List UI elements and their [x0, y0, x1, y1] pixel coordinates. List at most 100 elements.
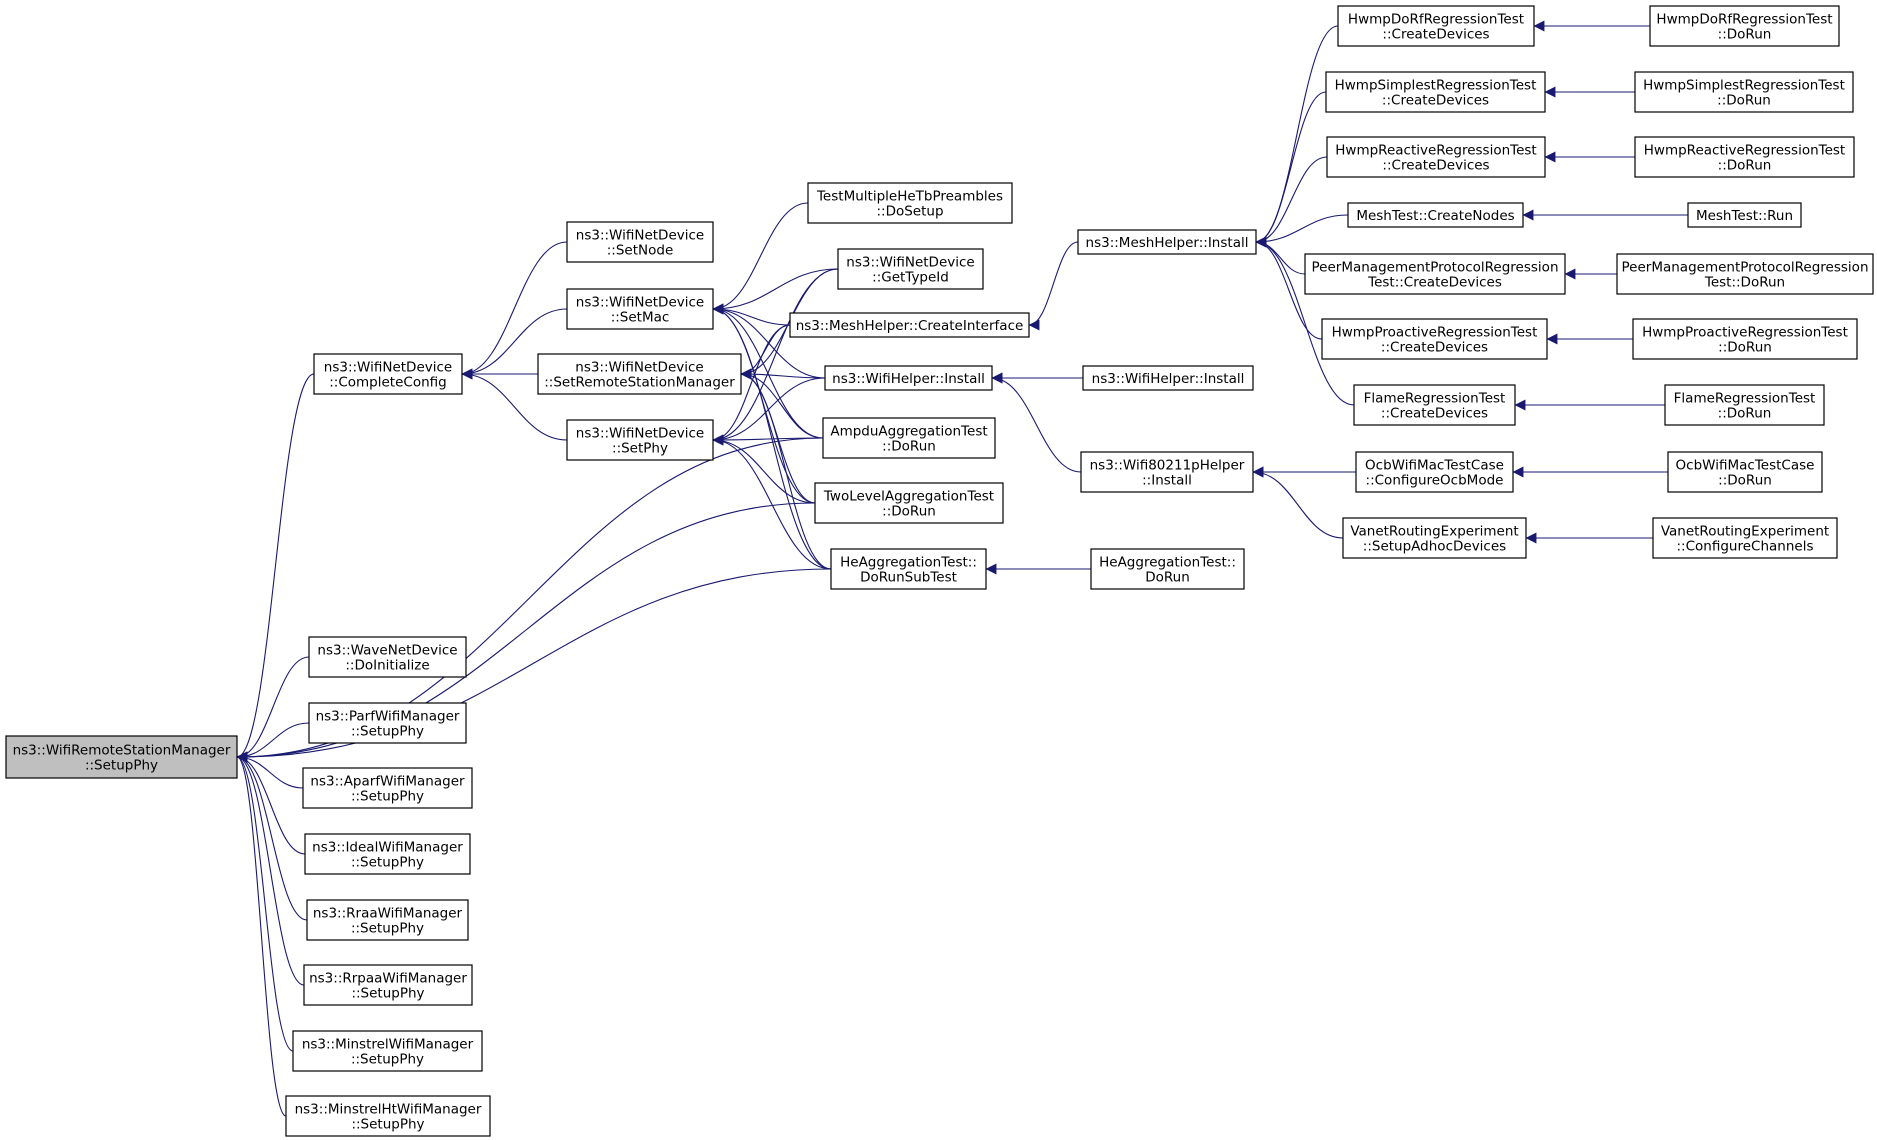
graph-node-meshrun[interactable]: MeshTest::Run — [1687, 202, 1802, 228]
node-box — [1347, 202, 1524, 228]
node-label-line: ns3::ParfWifiManager — [316, 709, 460, 725]
node-label-line: Test::DoRun — [1704, 275, 1785, 291]
graph-node-setrsm[interactable]: ns3::WifiNetDevice::SetRemoteStationMana… — [537, 353, 742, 395]
node-label-line: ns3::WifiNetDevice — [576, 228, 704, 244]
call-edge-setnode-to-cc — [461, 241, 568, 380]
node-box — [308, 702, 467, 744]
graph-node-minstrel[interactable]: ns3::MinstrelWifiManager::SetupPhy — [292, 1030, 483, 1072]
node-label-line: ns3::Wifi80211pHelper — [1090, 458, 1245, 474]
node-label-line: TestMultipleHeTbPreambles — [816, 189, 1003, 205]
call-edge-tmhe-to-setmac — [712, 202, 809, 315]
node-label-line: HeAggregationTest:: — [1099, 555, 1236, 571]
node-label-line: ::ConfigureOcbMode — [1366, 473, 1504, 489]
node-label-line: ns3::MeshHelper::Install — [1086, 235, 1249, 251]
call-edge-rraa-to-root — [236, 751, 308, 921]
graph-node-hdrfrun[interactable]: HwmpDoRfRegressionTest::DoRun — [1649, 5, 1840, 47]
node-label-line: ::CreateDevices — [1381, 406, 1488, 422]
node-box — [814, 482, 1004, 524]
graph-node-flame[interactable]: FlameRegressionTest::CreateDevices — [1353, 384, 1516, 426]
graph-node-heaggrun[interactable]: HeAggregationTest::DoRun — [1090, 548, 1245, 590]
graph-node-rrpaa[interactable]: ns3::RrpaaWifiManager::SetupPhy — [303, 964, 473, 1006]
node-label-line: ::GetTypeId — [872, 270, 949, 286]
node-box — [1616, 253, 1874, 295]
graph-node-parf[interactable]: ns3::ParfWifiManager::SetupPhy — [308, 702, 467, 744]
graph-node-hsimple[interactable]: HwmpSimplestRegressionTest::CreateDevice… — [1325, 71, 1546, 113]
node-label-line: ::SetupAdhocDevices — [1363, 539, 1506, 555]
graph-node-ideal[interactable]: ns3::IdealWifiManager::SetupPhy — [304, 833, 471, 875]
graph-node-vanet[interactable]: VanetRoutingExperiment::SetupAdhocDevice… — [1342, 517, 1527, 559]
node-label-line: ns3::WifiNetDevice — [575, 360, 703, 376]
graph-node-minstrelht[interactable]: ns3::MinstrelHtWifiManager::SetupPhy — [285, 1095, 491, 1137]
call-edge-heagg-to-setrsm — [740, 368, 832, 570]
graph-node-hsimplerun[interactable]: HwmpSimplestRegressionTest::DoRun — [1634, 71, 1854, 113]
node-box — [313, 353, 463, 395]
graph-node-heagg[interactable]: HeAggregationTest::DoRunSubTest — [830, 548, 987, 590]
graph-node-hproact[interactable]: HwmpProactiveRegressionTest::CreateDevic… — [1321, 318, 1548, 360]
graph-node-hreactrun[interactable]: HwmpReactiveRegressionTest::DoRun — [1634, 136, 1855, 178]
node-box — [537, 353, 742, 395]
graph-node-peerrun[interactable]: PeerManagementProtocolRegressionTest::Do… — [1616, 253, 1874, 295]
call-edge-w80211p-to-wifiinst — [991, 372, 1082, 473]
node-box — [1687, 202, 1802, 228]
node-label-line: MeshTest::Run — [1696, 208, 1793, 224]
node-label-line: HeAggregationTest:: — [840, 555, 977, 571]
graph-node-flamerun[interactable]: FlameRegressionTest::DoRun — [1664, 384, 1825, 426]
node-label-line: ::SetRemoteStationManager — [544, 375, 735, 391]
graph-node-rraa[interactable]: ns3::RraaWifiManager::SetupPhy — [306, 899, 469, 941]
graph-node-peer[interactable]: PeerManagementProtocolRegressionTest::Cr… — [1304, 253, 1566, 295]
node-box — [1353, 384, 1516, 426]
node-label-line: ::DoSetup — [876, 204, 943, 220]
call-edge-hdrf-to-meshinst — [1255, 25, 1339, 248]
node-label-line: HwmpSimplestRegressionTest — [1643, 78, 1845, 94]
graph-node-ocb[interactable]: OcbWifiMacTestCase::ConfigureOcbMode — [1355, 451, 1514, 493]
node-box — [807, 182, 1013, 224]
node-box — [308, 636, 467, 678]
graph-node-meshcn[interactable]: MeshTest::CreateNodes — [1347, 202, 1524, 228]
graph-node-hreact[interactable]: HwmpReactiveRegressionTest::CreateDevice… — [1326, 136, 1546, 178]
node-label-line: ::SetupPhy — [351, 1117, 424, 1133]
node-label-line: ::SetupPhy — [351, 789, 424, 805]
graph-node-hdrf[interactable]: HwmpDoRfRegressionTest::CreateDevices — [1337, 5, 1535, 47]
node-label-line: HwmpSimplestRegressionTest — [1335, 78, 1537, 94]
node-label-line: ns3::WifiNetDevice — [576, 295, 704, 311]
node-box — [285, 1095, 491, 1137]
graph-node-wifiinst2[interactable]: ns3::WifiHelper::Install — [1082, 365, 1254, 391]
node-label-line: ::CreateDevices — [1381, 340, 1488, 356]
graph-node-vanetcc[interactable]: VanetRoutingExperiment::ConfigureChannel… — [1652, 517, 1838, 559]
graph-node-gettype[interactable]: ns3::WifiNetDevice::GetTypeId — [837, 248, 984, 290]
graph-node-tmhe[interactable]: TestMultipleHeTbPreambles::DoSetup — [807, 182, 1013, 224]
graph-node-setmac[interactable]: ns3::WifiNetDevice::SetMac — [566, 288, 714, 330]
node-label-line: ::SetupPhy — [85, 758, 158, 774]
node-label-line: HwmpReactiveRegressionTest — [1335, 143, 1536, 159]
graph-node-hproactrun[interactable]: HwmpProactiveRegressionTest::DoRun — [1632, 318, 1858, 360]
call-edge-heagg-to-root — [236, 568, 832, 763]
graph-node-ampdu[interactable]: AmpduAggregationTest::DoRun — [822, 417, 996, 459]
node-label-line: ::SetupPhy — [351, 855, 424, 871]
node-label-line: ns3::WaveNetDevice — [317, 643, 457, 659]
graph-node-wave[interactable]: ns3::WaveNetDevice::DoInitialize — [308, 636, 467, 678]
node-box — [1652, 517, 1838, 559]
node-box — [292, 1030, 483, 1072]
call-edge-twolevel-to-setphy — [712, 434, 816, 504]
graph-node-cc[interactable]: ns3::WifiNetDevice::CompleteConfig — [313, 353, 463, 395]
node-label-line: ::SetupPhy — [351, 986, 424, 1002]
graph-node-root[interactable]: ns3::WifiRemoteStationManager::SetupPhy — [5, 735, 238, 779]
call-edge-ampdu-to-setphy — [712, 434, 824, 446]
node-box — [1082, 365, 1254, 391]
graph-node-twolevel[interactable]: TwoLevelAggregationTest::DoRun — [814, 482, 1004, 524]
graph-node-meshci[interactable]: ns3::MeshHelper::CreateInterface — [789, 312, 1030, 338]
edges-layer — [236, 20, 1688, 1117]
graph-node-setphy[interactable]: ns3::WifiNetDevice::SetPhy — [566, 419, 714, 461]
graph-node-ocbrun[interactable]: OcbWifiMacTestCase::DoRun — [1667, 451, 1823, 493]
graph-node-meshinst[interactable]: ns3::MeshHelper::Install — [1077, 229, 1257, 255]
node-box — [1632, 318, 1858, 360]
graph-node-aparf[interactable]: ns3::AparfWifiManager::SetupPhy — [302, 767, 473, 809]
node-label-line: ::CompleteConfig — [329, 375, 446, 391]
node-label-line: ::SetupPhy — [351, 1052, 424, 1068]
node-box — [1355, 451, 1514, 493]
node-label-line: HwmpProactiveRegressionTest — [1642, 325, 1848, 341]
graph-node-setnode[interactable]: ns3::WifiNetDevice::SetNode — [566, 221, 714, 263]
graph-node-wifiinst[interactable]: ns3::WifiHelper::Install — [824, 365, 993, 391]
graph-node-w80211p[interactable]: ns3::Wifi80211pHelper::Install — [1080, 451, 1254, 493]
